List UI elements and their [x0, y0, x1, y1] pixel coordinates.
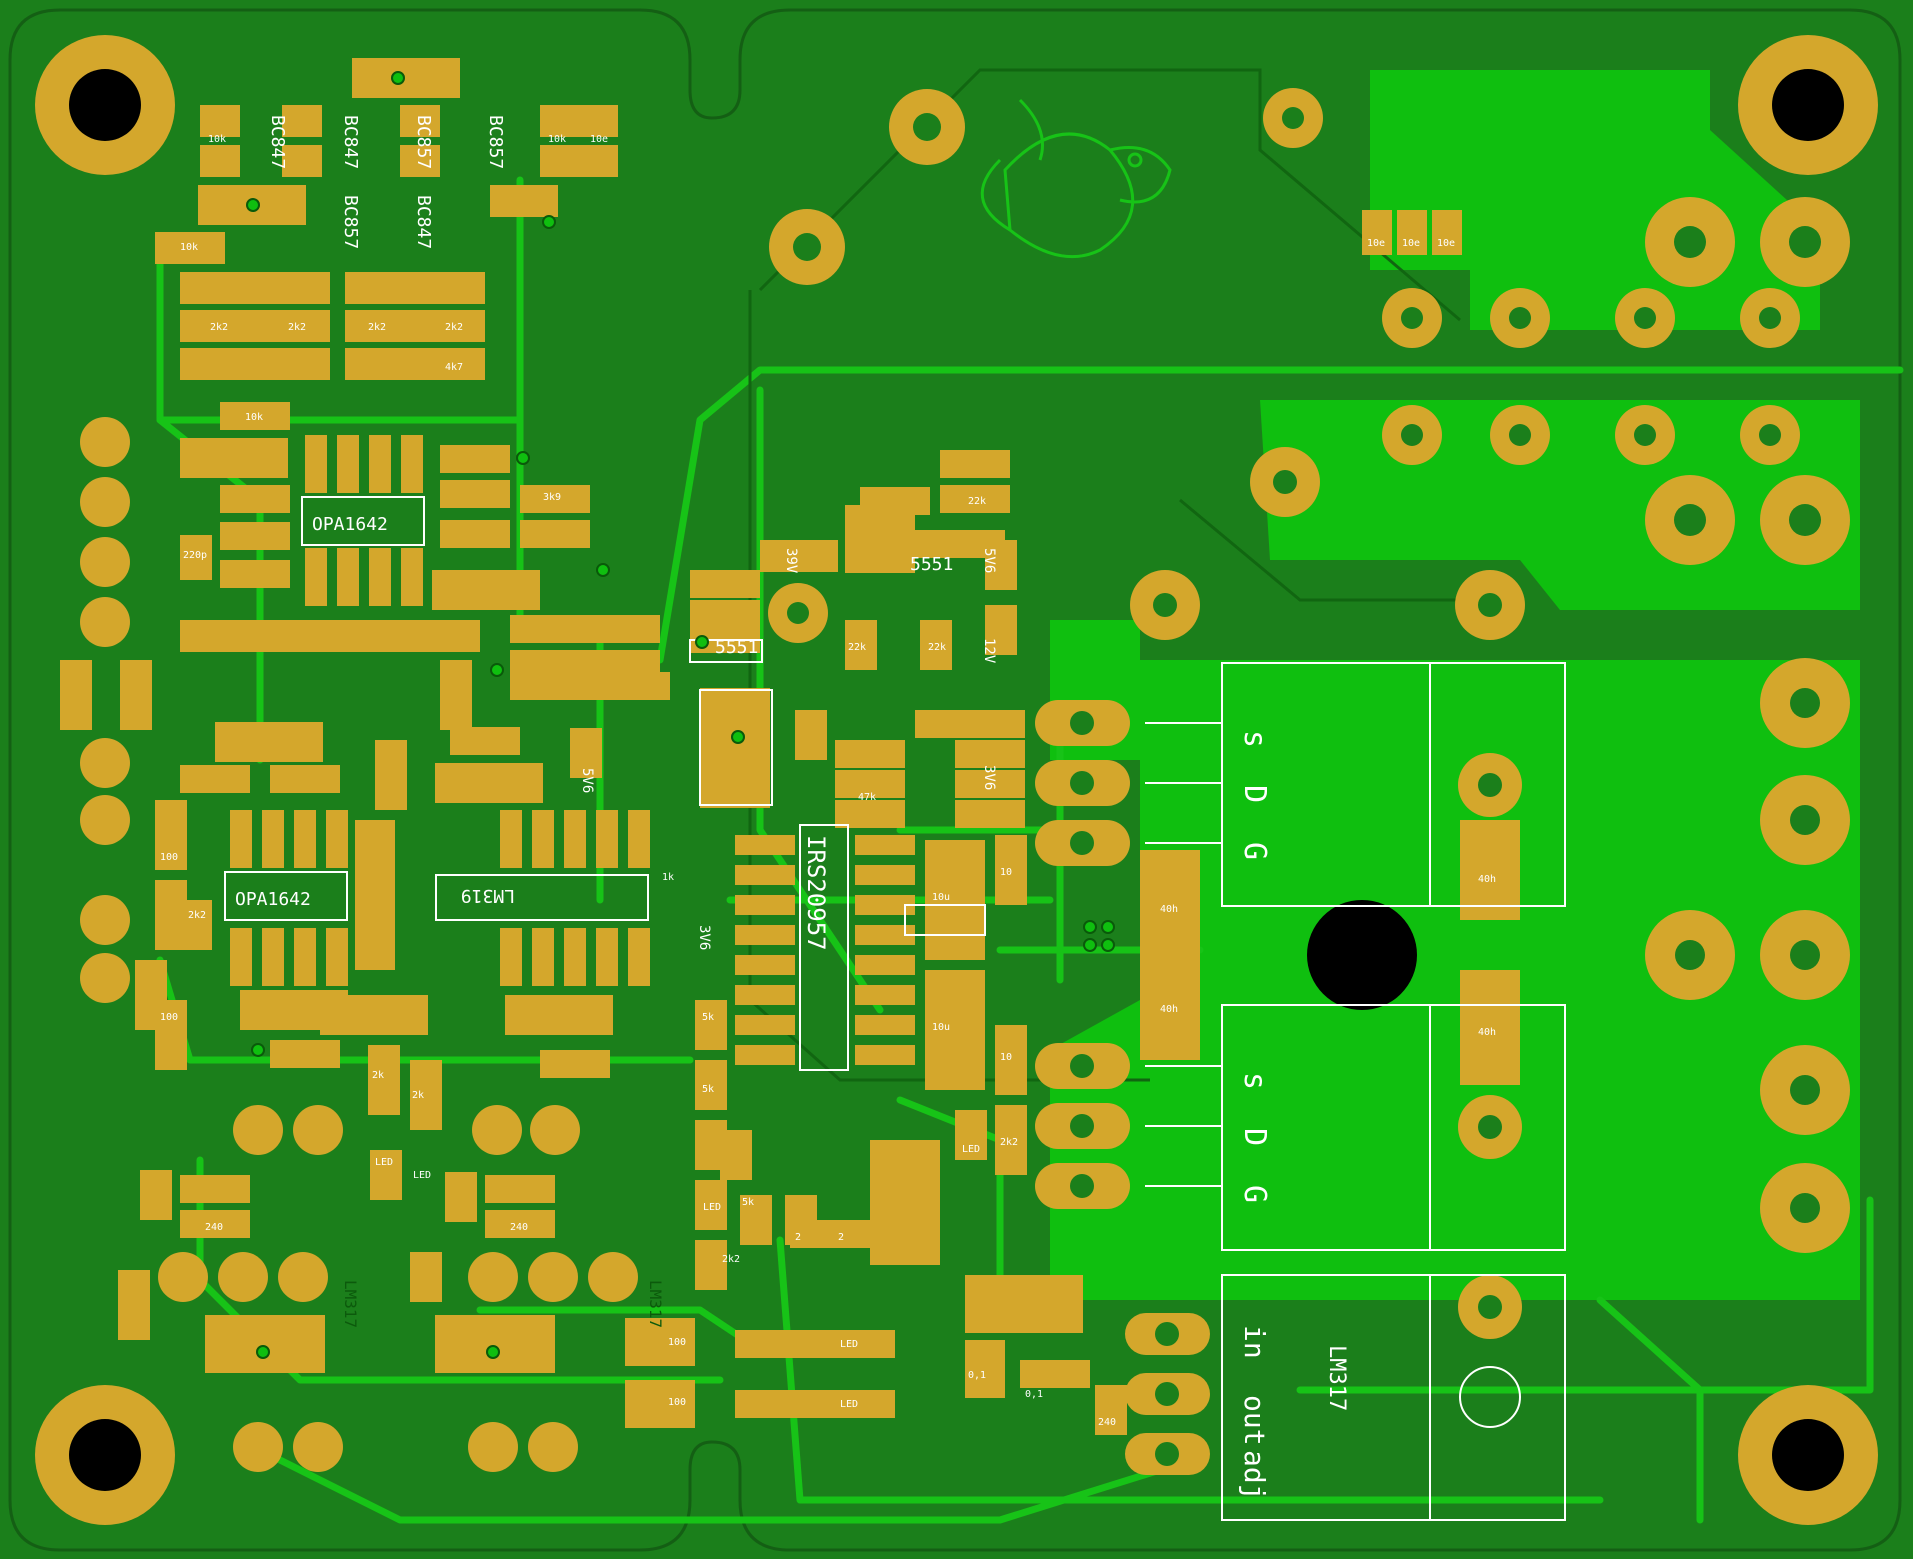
value-47k: 47k	[858, 792, 876, 803]
value-ind: 40h	[1478, 1027, 1496, 1038]
value-2: 2	[838, 1232, 844, 1243]
value-10e: 10e	[1367, 238, 1385, 249]
value-2k2: 2k2	[1000, 1137, 1018, 1148]
label-reg2: LM317	[646, 1280, 665, 1328]
label-pin-in: in	[1238, 1325, 1271, 1359]
value-10e: 10e	[590, 134, 608, 145]
value-5k: 5k	[742, 1197, 754, 1208]
label-z6: 5V6	[579, 768, 595, 793]
value-240: 240	[1098, 1417, 1116, 1428]
label-reg1: LM317	[341, 1280, 360, 1328]
label-mos1-g: G	[1237, 842, 1272, 860]
component-values: 10k 10k 10e 10k 10e 10e 10e 2k2 2k2 2k2 …	[160, 134, 1496, 1428]
label-z4: 5V6	[981, 548, 997, 573]
label-q5: BC857	[340, 195, 361, 249]
value-2k: 2k	[372, 1070, 384, 1081]
label-u4: IRS20957	[802, 835, 830, 951]
label-u1: OPA1642	[312, 514, 388, 535]
value-5k: 5k	[702, 1012, 714, 1023]
value-4k7: 4k7	[445, 362, 463, 373]
value-01: 0,1	[968, 1370, 986, 1381]
value-10: 10	[1000, 1052, 1012, 1063]
label-q3: BC857	[413, 115, 434, 169]
value-led: LED	[840, 1399, 858, 1410]
value-2k: 2k	[412, 1090, 424, 1101]
value-10u: 10u	[932, 1022, 950, 1033]
silkscreen-outlines	[224, 496, 1566, 1521]
value-10: 10	[1000, 867, 1012, 878]
value-100: 100	[160, 852, 178, 863]
value-2k2: 2k2	[368, 322, 386, 333]
value-5k: 5k	[702, 1084, 714, 1095]
drill-holes	[787, 107, 1821, 1466]
smd-pads	[60, 58, 1520, 1435]
label-z3: 39V	[783, 548, 799, 574]
mosfet-pins	[1145, 722, 1222, 1187]
value-100: 100	[668, 1337, 686, 1348]
value-led: LED	[413, 1170, 431, 1181]
label-z1: 5551	[910, 554, 953, 575]
value-22k: 22k	[848, 642, 866, 653]
label-mos2-d: D	[1237, 1128, 1272, 1146]
value-240: 240	[510, 1222, 528, 1233]
board-outline	[8, 8, 1902, 1552]
value-led: LED	[962, 1144, 980, 1155]
label-u2: OPA1642	[235, 889, 311, 910]
value-10k: 10k	[180, 242, 198, 253]
label-z5: 12V	[981, 638, 997, 664]
label-z2: 5551	[715, 637, 758, 658]
value-1k: 1k	[662, 872, 674, 883]
value-10u: 10u	[932, 892, 950, 903]
bird-logo	[980, 98, 1172, 259]
value-22k: 22k	[968, 496, 986, 507]
label-q1: BC847	[267, 115, 288, 169]
value-100: 100	[160, 1012, 178, 1023]
value-led: LED	[375, 1157, 393, 1168]
value-led: LED	[703, 1202, 721, 1213]
label-z7: 3V6	[981, 765, 997, 790]
label-reg3: LM317	[1324, 1345, 1349, 1411]
label-q4: BC857	[485, 115, 506, 169]
label-q6: BC847	[413, 195, 434, 249]
label-u3: LM319	[461, 885, 515, 906]
value-3k9: 3k9	[543, 492, 561, 503]
value-01: 0,1	[1025, 1389, 1043, 1400]
value-ind: 40h	[1478, 874, 1496, 885]
label-mos2-s: s	[1237, 1072, 1272, 1090]
value-220p: 220p	[183, 550, 207, 561]
silkscreen-labels: BC847 BC847 BC857 BC857 BC857 BC847 OPA1…	[235, 115, 1349, 1501]
label-mos1-s: s	[1237, 730, 1272, 748]
mounting-holes	[35, 35, 1878, 1525]
value-10k: 10k	[208, 134, 226, 145]
value-10e: 10e	[1437, 238, 1455, 249]
value-ind: 40h	[1160, 904, 1178, 915]
value-2: 2	[795, 1232, 801, 1243]
value-ind: 40h	[1160, 1004, 1178, 1015]
value-2k2: 2k2	[722, 1254, 740, 1265]
value-2k2: 2k2	[288, 322, 306, 333]
label-mos1-d: D	[1237, 785, 1272, 803]
value-2k2: 2k2	[210, 322, 228, 333]
label-z8: 3V6	[696, 925, 712, 950]
vias	[246, 71, 1115, 1359]
label-pin-adj: adj	[1238, 1450, 1271, 1501]
label-mos2-g: G	[1237, 1185, 1272, 1203]
value-led: LED	[840, 1339, 858, 1350]
value-10e: 10e	[1402, 238, 1420, 249]
label-q2: BC847	[340, 115, 361, 169]
value-2k2: 2k2	[445, 322, 463, 333]
value-22k: 22k	[928, 642, 946, 653]
label-pin-out: out	[1238, 1395, 1271, 1446]
value-100: 100	[668, 1397, 686, 1408]
value-240: 240	[205, 1222, 223, 1233]
value-2k2: 2k2	[188, 910, 206, 921]
value-10k: 10k	[245, 412, 263, 423]
value-10k: 10k	[548, 134, 566, 145]
